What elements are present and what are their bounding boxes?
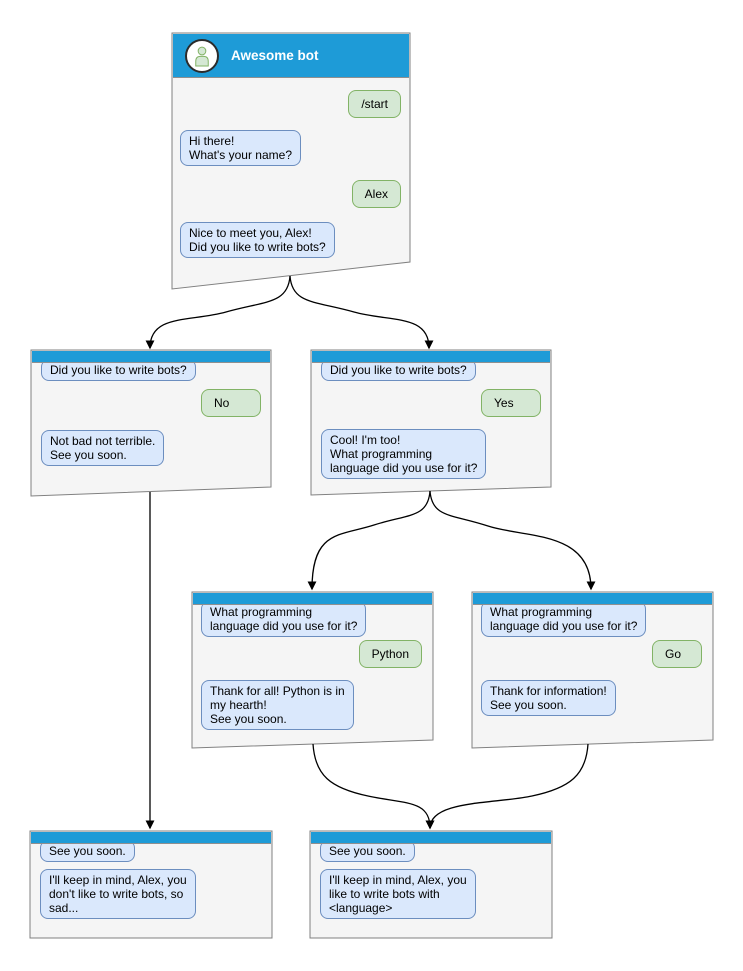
bot-message-bubble: I'll keep in mind, Alex, you don't like … xyxy=(40,869,196,919)
bot-message-bubble: Thank for all! Python is in my hearth! S… xyxy=(201,680,354,730)
bot-message-bubble: Thank for information! See you soon. xyxy=(481,680,616,716)
user-message-bubble: Yes xyxy=(481,389,541,417)
connector-go-to-end-yes xyxy=(425,743,589,830)
window-titlebar xyxy=(312,351,550,363)
user-message-bubble: Alex xyxy=(351,180,401,208)
chat-window-go: What programming language did you use fo… xyxy=(472,592,713,748)
bot-message-bubble: What programming language did you use fo… xyxy=(481,601,647,637)
bot-message-bubble: Nice to meet you, Alex! Did you like to … xyxy=(180,222,335,258)
window-titlebar xyxy=(32,351,270,363)
bot-message-bubble: Hi there! What's your name? xyxy=(180,130,302,166)
bot-message-bubble: See you soon. xyxy=(320,840,415,862)
connector-yes-branch-to-python xyxy=(307,490,431,591)
chat-window-yes-branch: Did you like to write bots? Yes Cool! I'… xyxy=(311,350,551,495)
window-titlebar xyxy=(31,832,271,844)
chat-window-python: What programming language did you use fo… xyxy=(192,592,433,748)
chat-window-end-no: See you soon. I'll keep in mind, Alex, y… xyxy=(30,831,272,938)
person-icon xyxy=(195,46,209,66)
window-titlebar xyxy=(473,593,712,605)
window-titlebar xyxy=(193,593,432,605)
window-titlebar xyxy=(311,832,551,844)
bot-message-bubble: Did you like to write bots? xyxy=(41,359,196,381)
connector-python-to-end-yes xyxy=(312,743,435,830)
connector-start-to-yes-branch xyxy=(289,275,434,350)
window-title: Awesome bot xyxy=(231,48,319,63)
window-titlebar: Awesome bot xyxy=(173,34,409,78)
bot-message-bubble: What programming language did you use fo… xyxy=(201,601,367,637)
bot-avatar xyxy=(185,38,219,73)
connector-yes-branch-to-go xyxy=(429,490,596,591)
bot-message-bubble: See you soon. xyxy=(40,840,135,862)
bot-message-bubble: Not bad not terrible. See you soon. xyxy=(41,430,165,466)
chat-window-no-branch: Did you like to write bots? No Not bad n… xyxy=(31,350,271,496)
chat-window-end-yes: See you soon. I'll keep in mind, Alex, y… xyxy=(310,831,552,938)
user-message-bubble: No xyxy=(201,389,261,417)
connector-start-to-no-branch xyxy=(145,275,291,350)
user-message-bubble: /start xyxy=(348,90,401,118)
bot-message-bubble: I'll keep in mind, Alex, you like to wri… xyxy=(320,869,476,919)
bot-message-bubble: Cool! I'm too! What programming language… xyxy=(321,429,487,479)
user-message-bubble: Go xyxy=(652,640,702,668)
user-message-bubble: Python xyxy=(358,640,422,668)
chat-window-start: Awesome bot /start Hi there! What's your… xyxy=(172,33,410,289)
